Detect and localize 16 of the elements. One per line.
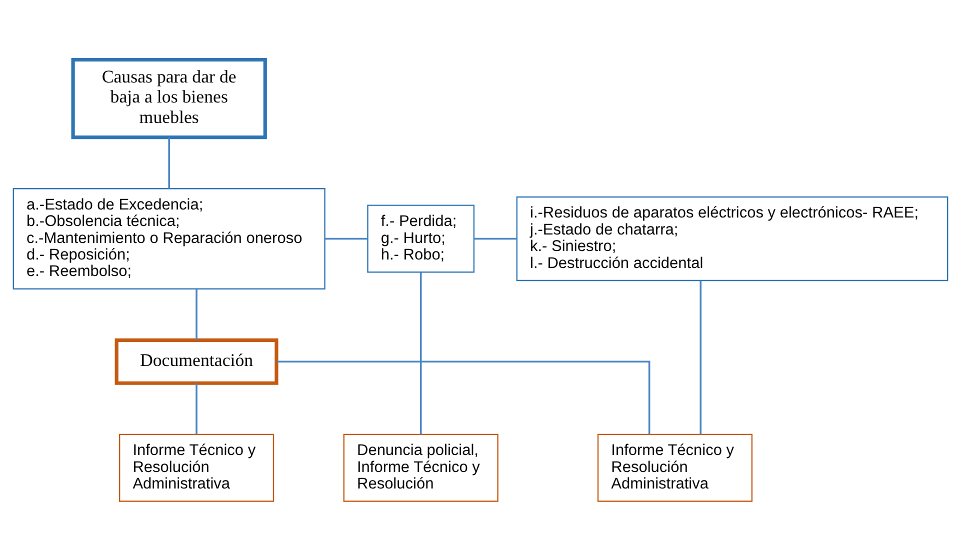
connector [196,382,198,434]
node-box: Documentación [114,338,278,384]
node-box: Denuncia policial, Informe Técnico y Resolución [343,433,498,502]
node-box: Causas para dar de baja a los bienes muebles [71,57,267,139]
node-box: f.- Perdida; g.- Hurto; h.- Robo; [367,204,475,272]
connector [324,237,368,240]
node-box: i.-Residuos de aparatos eléctricos y electrónicos- RAEE; j.-Estado de chatarra; k.- Siniestro; l.- Destrucción accidental [516,196,948,281]
connector [420,272,422,434]
connector [474,237,517,240]
connector [168,137,170,188]
connector [196,288,198,340]
node-box: Informe Técnico y Resolución Administrativa [118,433,274,502]
node-box: a.-Estado de Excedencia; b.-Obsolencia técnica; c.-Mantenimiento o Reparación oneroso d.- Reposición; e.- Reembolso; [12,188,326,289]
connector [276,360,650,434]
node-box: Informe Técnico y Resolución Administrativa [597,433,753,502]
connector [700,280,702,434]
